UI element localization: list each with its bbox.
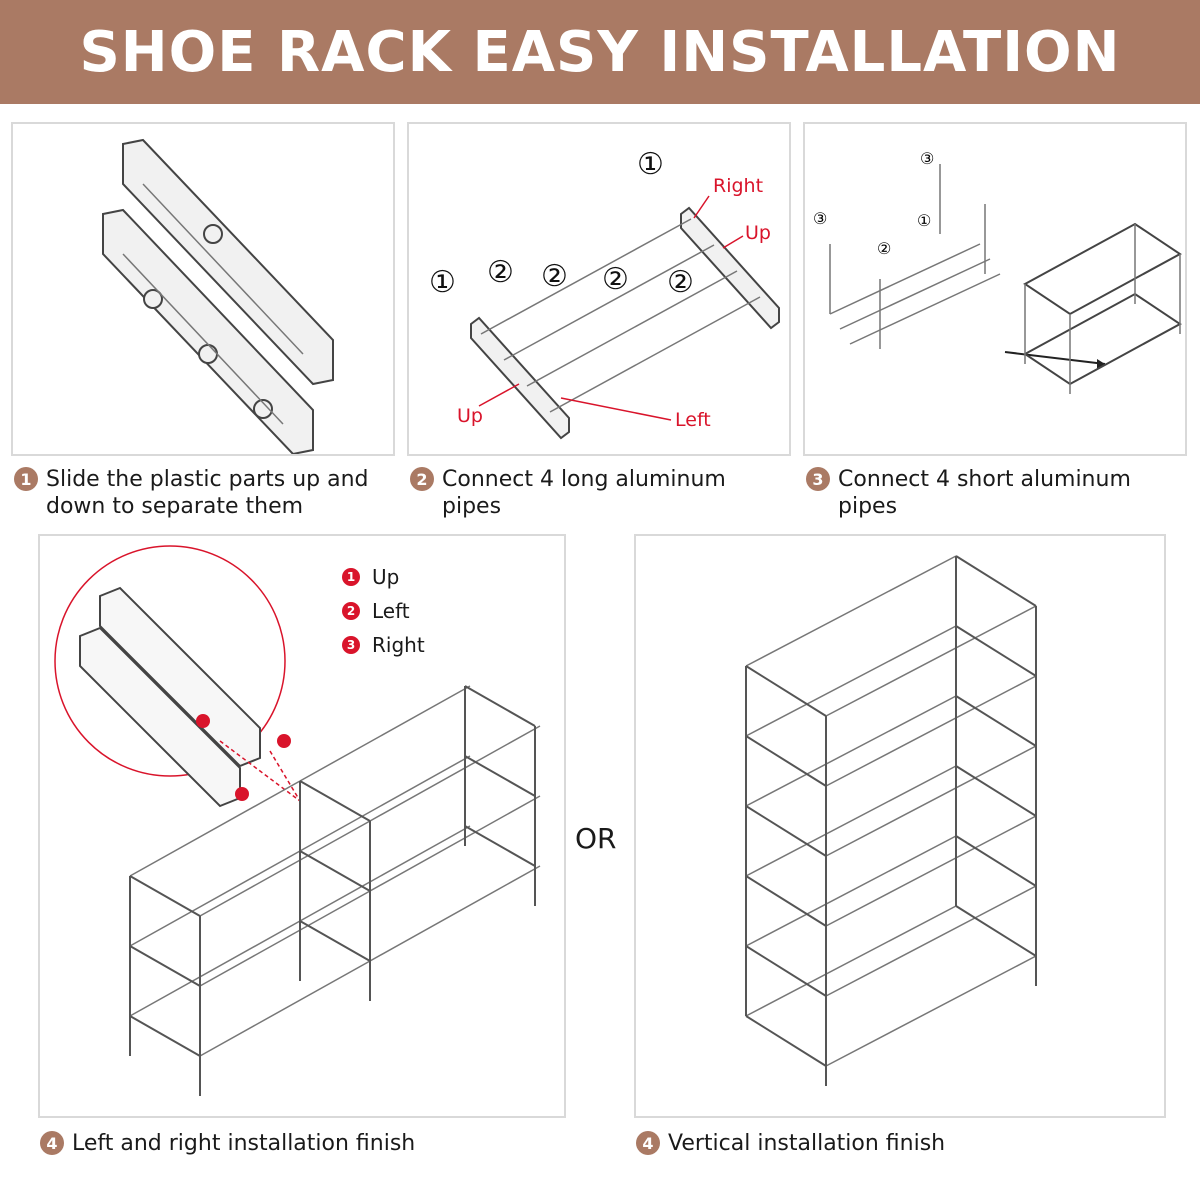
title-banner: SHOE RACK EASY INSTALLATION: [0, 0, 1200, 104]
step-4b-caption: 4 Vertical installation finish: [636, 1130, 1156, 1157]
circled-2-c: ②: [602, 262, 629, 297]
step-2-panel: ① ① ② ② ② ② Right Up Up Left: [407, 122, 791, 456]
legend-dot-2: 2: [342, 602, 360, 620]
circled-1-left: ①: [429, 265, 456, 300]
step-2-caption: 2 Connect 4 long aluminum pipes: [410, 466, 790, 520]
side-by-side-rack-illustration: [40, 536, 564, 1116]
label-left: Left: [675, 409, 711, 431]
legend-dot-1: 1: [342, 568, 360, 586]
page-title: SHOE RACK EASY INSTALLATION: [79, 20, 1120, 85]
legend-item-right: 3 Right: [342, 628, 425, 662]
circled-1: ①: [917, 211, 931, 230]
circled-3: ③: [813, 209, 827, 228]
legend-item-left: 2 Left: [342, 594, 425, 628]
vertical-rack-illustration: [636, 536, 1164, 1116]
step-2-text: Connect 4 long aluminum pipes: [442, 466, 790, 520]
step-3-text: Connect 4 short aluminum pipes: [838, 466, 1186, 520]
label-up-top: Up: [745, 222, 771, 244]
legend-label-left: Left: [372, 599, 410, 623]
plastic-parts-illustration: [13, 124, 393, 454]
circled-2-b: ②: [541, 259, 568, 294]
step-1-caption: 1 Slide the plastic parts up and down to…: [14, 466, 394, 520]
step-3-panel: ③ ③ ① ②: [803, 122, 1187, 456]
circled-2-a: ②: [487, 255, 514, 290]
step-1-text: Slide the plastic parts up and down to s…: [46, 466, 394, 520]
step-1-panel: [11, 122, 395, 456]
circled-2: ②: [877, 239, 891, 258]
step-3-number: 3: [806, 467, 830, 491]
legend: 1 Up 2 Left 3 Right: [342, 560, 425, 662]
long-pipes-illustration: ① ① ② ② ② ② Right Up Up Left: [409, 124, 789, 454]
step-3-caption: 3 Connect 4 short aluminum pipes: [806, 466, 1186, 520]
step-4b-number: 4: [636, 1131, 660, 1155]
or-separator: OR: [575, 822, 617, 855]
circled-2-d: ②: [667, 265, 694, 300]
label-up-bottom: Up: [457, 405, 483, 427]
step-4a-number: 4: [40, 1131, 64, 1155]
step-4a-text: Left and right installation finish: [72, 1130, 415, 1157]
step-4b-text: Vertical installation finish: [668, 1130, 945, 1157]
label-right: Right: [713, 175, 763, 197]
step-2-number: 2: [410, 467, 434, 491]
step-4b-panel: [634, 534, 1166, 1118]
step-4a-caption: 4 Left and right installation finish: [40, 1130, 560, 1157]
short-pipes-illustration: ③ ③ ① ②: [805, 124, 1185, 454]
legend-label-up: Up: [372, 565, 399, 589]
legend-label-right: Right: [372, 633, 425, 657]
legend-item-up: 1 Up: [342, 560, 425, 594]
legend-dot-3: 3: [342, 636, 360, 654]
circled-3-top: ③: [920, 149, 934, 168]
step-4a-panel: [38, 534, 566, 1118]
circled-1-right: ①: [637, 147, 664, 182]
step-1-number: 1: [14, 467, 38, 491]
